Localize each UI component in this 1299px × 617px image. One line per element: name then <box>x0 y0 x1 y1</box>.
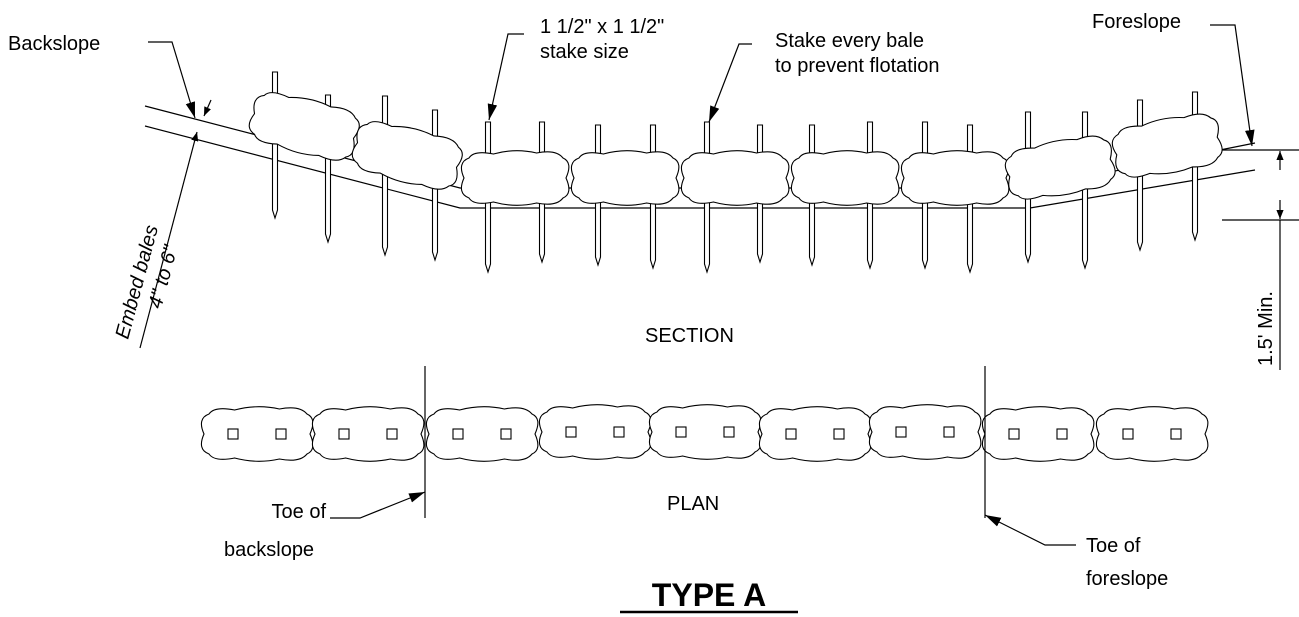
stake-every-leader <box>708 43 752 123</box>
backslope-leader <box>148 41 196 119</box>
section-bale <box>248 92 360 161</box>
section-bale <box>790 150 900 206</box>
embed-label: Embed bales 4" to 6" <box>112 223 183 341</box>
section-bale <box>570 150 680 206</box>
svg-text:1.5' Min.: 1.5' Min. <box>1255 291 1277 366</box>
stake-every-label-2: to prevent flotation <box>775 55 940 77</box>
leaders <box>139 24 1299 546</box>
backslope-label: Backslope <box>8 33 100 55</box>
plan-stake-square <box>833 428 845 440</box>
section-bale <box>351 121 463 190</box>
section-bale <box>1111 113 1223 178</box>
plan-bale <box>868 404 982 460</box>
toe-back-label-2: backslope <box>224 539 314 561</box>
plan-bale <box>538 404 652 460</box>
plan-stake-square <box>275 428 287 440</box>
plan-bale <box>1095 406 1209 462</box>
stake-size-label-1: 1 1/2" x 1 1/2" <box>540 16 664 38</box>
plan-bale <box>200 406 314 462</box>
section-bales <box>248 92 1223 206</box>
plan-stake-square <box>723 426 735 438</box>
plan-stake-square <box>895 426 907 438</box>
plan-label: PLAN <box>667 493 719 515</box>
plan-stake-square <box>500 428 512 440</box>
foreslope-label: Foreslope <box>1092 11 1181 33</box>
toe-back-label-1: Toe of <box>272 501 327 523</box>
plan-stake-square <box>1008 428 1020 440</box>
min-depth-label: 1.5' Min. <box>1255 291 1277 366</box>
embed-arrow-top <box>203 99 212 117</box>
plan-stake-square <box>1056 428 1068 440</box>
title-label: TYPE A <box>652 577 766 613</box>
plan-stake-square <box>338 428 350 440</box>
plan-stake-square <box>613 426 625 438</box>
section-bale <box>900 150 1010 206</box>
plan-bales <box>200 404 1209 462</box>
plan-bale <box>648 404 762 460</box>
foreslope-leader <box>1210 24 1255 147</box>
stake-every-label-1: Stake every bale <box>775 30 924 52</box>
toe-fore-label-1: Toe of <box>1086 535 1141 557</box>
stake-size-leader <box>487 33 524 121</box>
section-bale <box>1004 135 1116 200</box>
toe-fore-leader <box>984 514 1076 546</box>
toe-back-leader <box>330 491 426 519</box>
plan-bale <box>425 406 539 462</box>
plan-stake-square <box>675 426 687 438</box>
plan-stake-square <box>785 428 797 440</box>
plan-bale <box>758 406 872 462</box>
toe-fore-label-2: foreslope <box>1086 568 1168 590</box>
section-bale <box>460 150 570 206</box>
plan-stake-square <box>227 428 239 440</box>
plan-stake-square <box>386 428 398 440</box>
embed-leader <box>139 131 199 349</box>
stake-size-label-2: stake size <box>540 41 629 63</box>
plan-stake-square <box>1170 428 1182 440</box>
plan-stake-square <box>943 426 955 438</box>
section-view <box>144 71 1256 274</box>
plan-bale <box>311 406 425 462</box>
plan-stake-square <box>1122 428 1134 440</box>
plan-stake-square <box>565 426 577 438</box>
plan-view <box>200 366 1209 518</box>
plan-bale <box>981 406 1095 462</box>
section-bale <box>680 150 790 206</box>
section-label: SECTION <box>645 325 734 347</box>
plan-stake-square <box>452 428 464 440</box>
